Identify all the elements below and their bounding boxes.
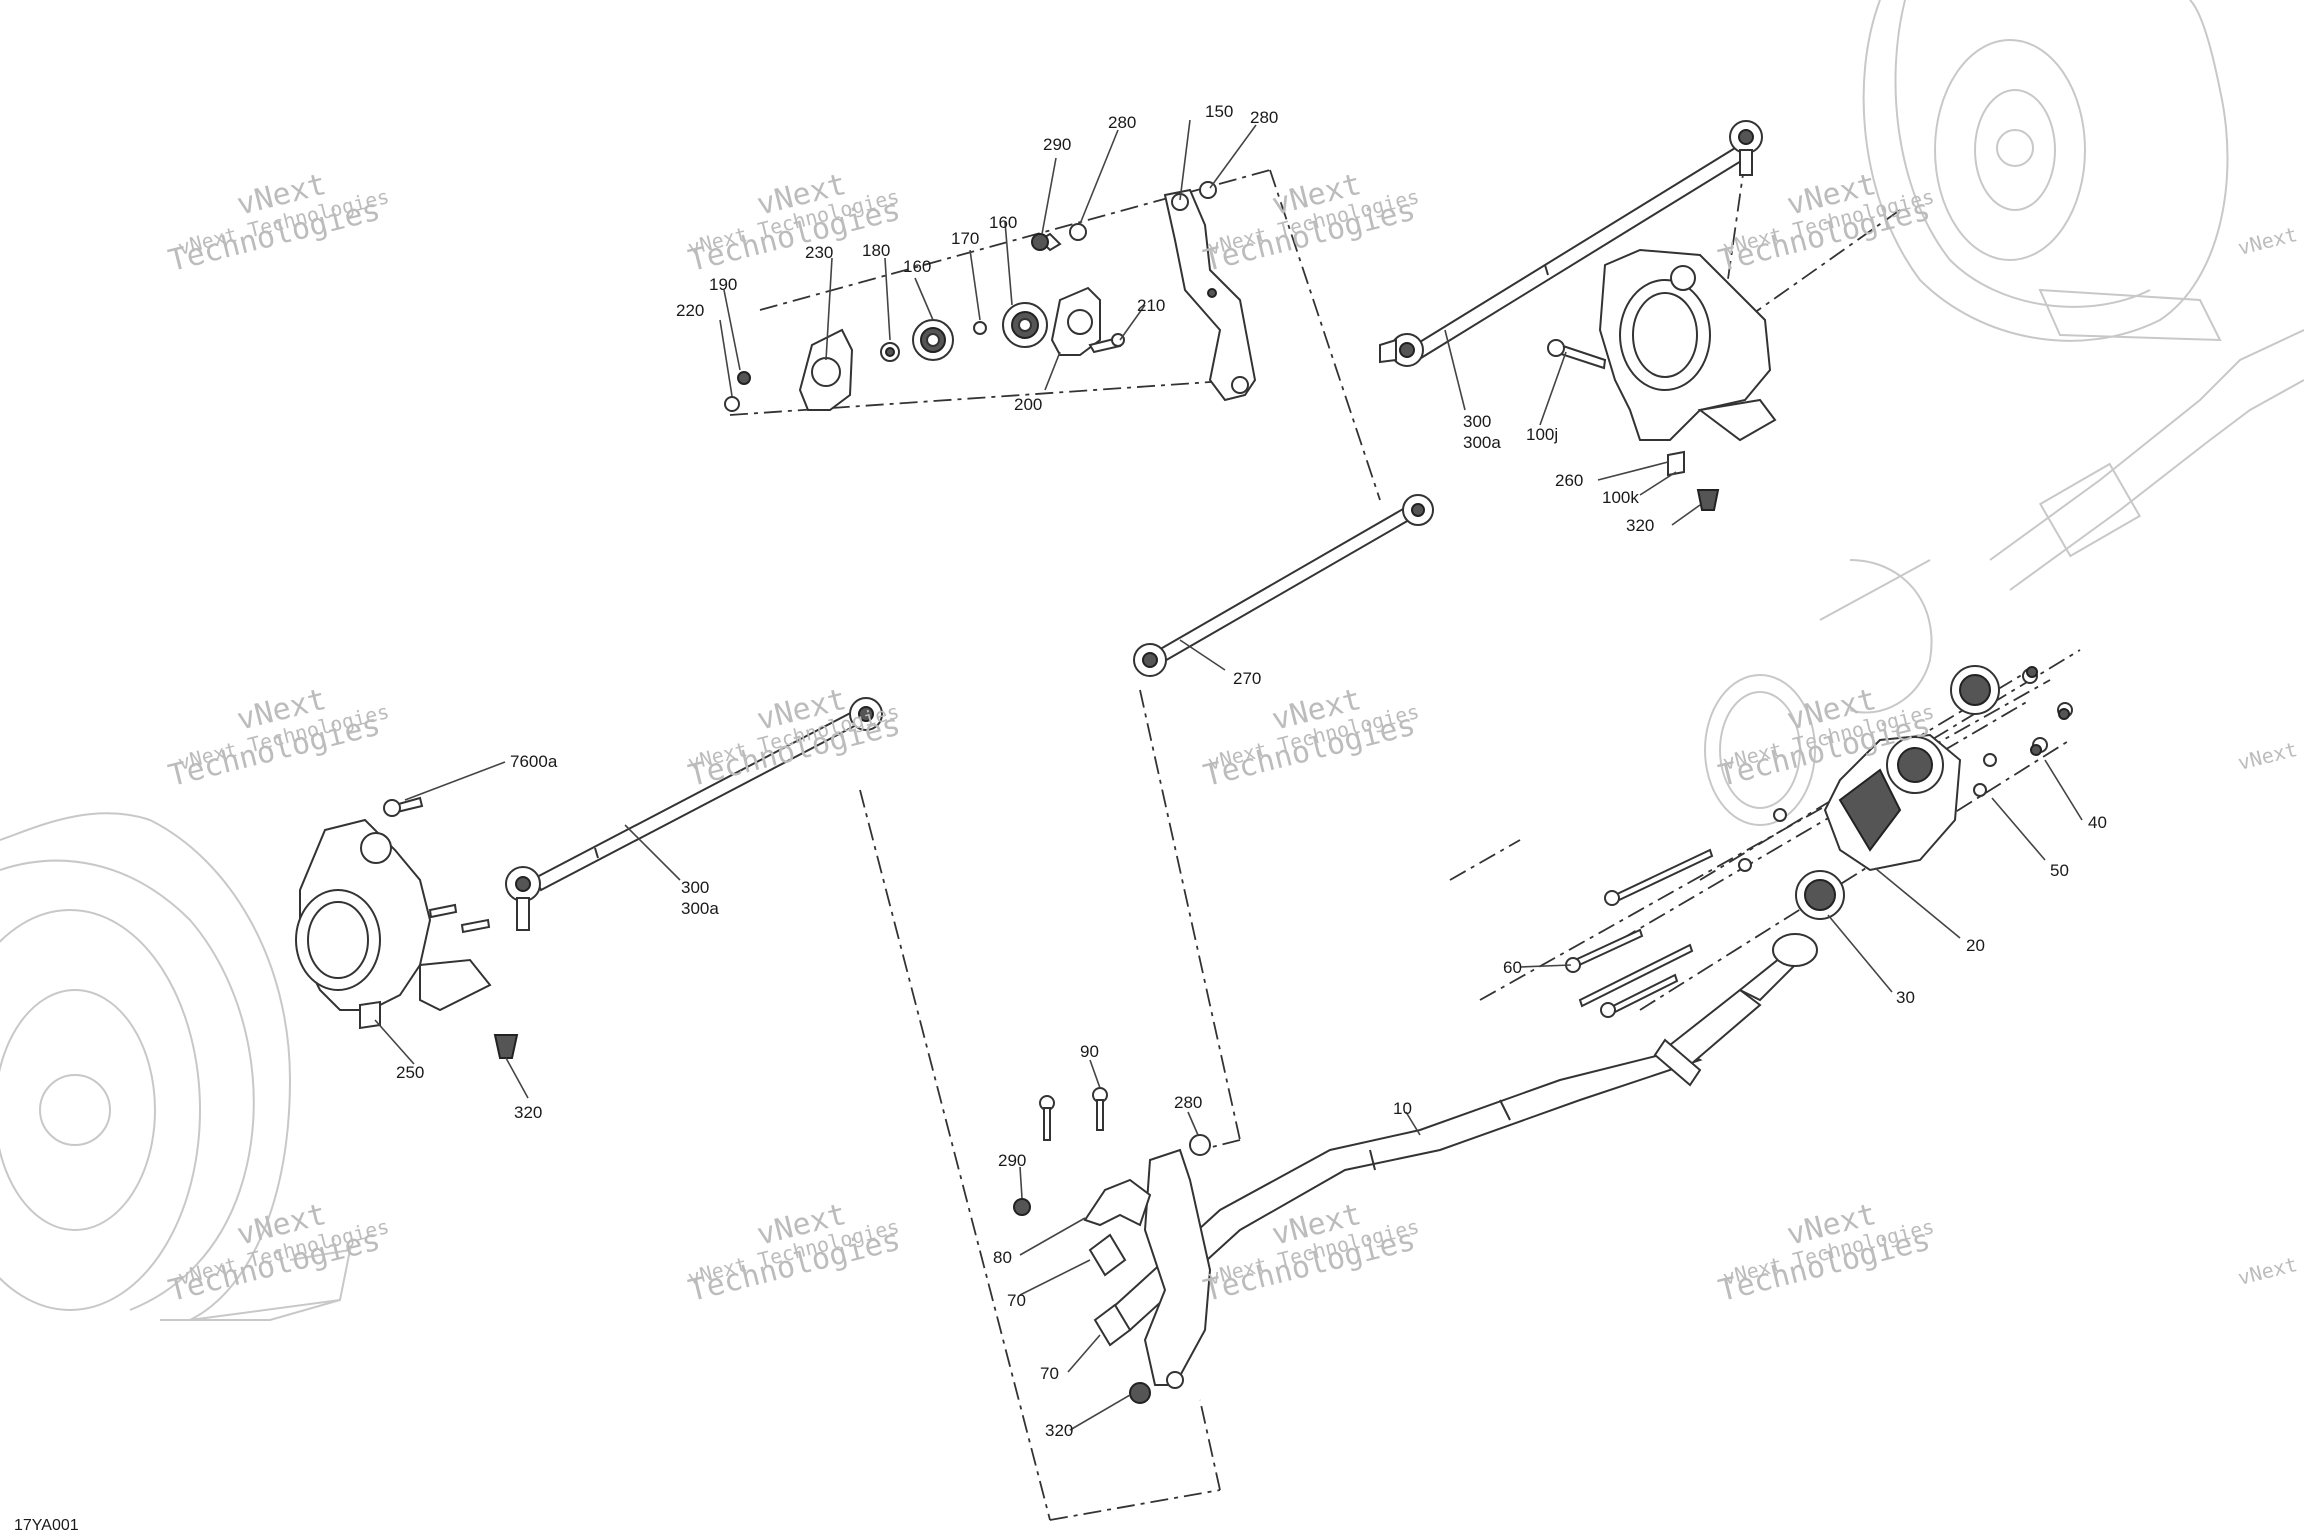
callout-200: 200	[1014, 395, 1042, 414]
callout-280: 280	[1250, 108, 1278, 127]
callout-300a: 300a	[1463, 433, 1501, 452]
callout-60: 60	[1503, 958, 1522, 977]
callout-300a: 300a	[681, 899, 719, 918]
callout-190: 190	[709, 275, 737, 294]
right-wheel-ghost	[1862, 0, 2229, 342]
right-axle-ghost	[1704, 329, 2304, 826]
callout-320: 320	[1626, 516, 1654, 535]
callout-40: 40	[2088, 813, 2107, 832]
callout-100k: 100k	[1602, 488, 1639, 507]
callout-20: 20	[1966, 936, 1985, 955]
watermark-text: vNext Technologies	[2235, 1214, 2304, 1290]
callout-100j: 100j	[1526, 425, 1558, 444]
watermark: vNext Technologies	[2235, 1214, 2304, 1290]
right-tie-rod	[1379, 120, 1763, 367]
assembly-lines	[729, 159, 2081, 1521]
callout-280: 280	[1174, 1093, 1202, 1112]
diagram-reference: 17YA001	[14, 1517, 79, 1534]
callout-150: 150	[1205, 102, 1233, 121]
bracket-stack-top	[724, 181, 1257, 412]
column-bracket-bottom	[1013, 1087, 1212, 1404]
right-steering-knuckle	[1547, 248, 1777, 511]
callout-170: 170	[951, 229, 979, 248]
callout-160: 160	[989, 213, 1017, 232]
callout-280: 280	[1108, 113, 1136, 132]
steering-column-10	[1108, 933, 1818, 1332]
callout-230: 230	[805, 243, 833, 262]
callout-270: 270	[1233, 669, 1261, 688]
callout-320: 320	[514, 1103, 542, 1122]
callout-90: 90	[1080, 1042, 1099, 1061]
callout-labels: 150 280 290 280 180 170 160 160 220 190 …	[396, 102, 2107, 1440]
left-tie-rod	[505, 697, 883, 931]
callout-290: 290	[1043, 135, 1071, 154]
callout-30: 30	[1896, 988, 1915, 1007]
callout-300: 300	[681, 878, 709, 897]
callout-260: 260	[1555, 471, 1583, 490]
watermark: vNext Technologies	[2235, 184, 2304, 260]
steering-rack-housing	[1565, 665, 2073, 1018]
callout-50: 50	[2050, 861, 2069, 880]
callout-10: 10	[1393, 1099, 1412, 1118]
callout-80: 80	[993, 1248, 1012, 1267]
watermark-text: vNext Technologies	[2235, 184, 2304, 260]
callout-250: 250	[396, 1063, 424, 1082]
callout-70: 70	[1040, 1364, 1059, 1383]
leader-lines	[374, 119, 2083, 1431]
callout-320: 320	[1045, 1421, 1073, 1440]
link-rod-270	[1133, 494, 1434, 677]
callout-210: 210	[1137, 296, 1165, 315]
watermark-text: vNext Technologies	[2235, 699, 2304, 775]
callout-180: 180	[862, 241, 890, 260]
callout-300: 300	[1463, 412, 1491, 431]
callout-7600a: 7600a	[510, 752, 558, 771]
callout-160: 160	[903, 257, 931, 276]
callout-220: 220	[676, 301, 704, 320]
left-wheel-ghost	[0, 812, 352, 1321]
callout-290: 290	[998, 1151, 1026, 1170]
callout-70: 70	[1007, 1291, 1026, 1310]
left-steering-knuckle	[295, 796, 519, 1059]
watermark: vNext Technologies	[2235, 699, 2304, 775]
